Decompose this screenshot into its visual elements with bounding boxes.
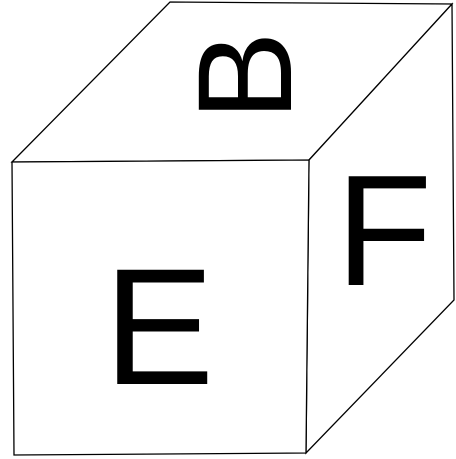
- top-face-letter: B: [171, 31, 320, 120]
- front-face-letter: E: [104, 235, 215, 420]
- right-face-letter: F: [336, 143, 433, 319]
